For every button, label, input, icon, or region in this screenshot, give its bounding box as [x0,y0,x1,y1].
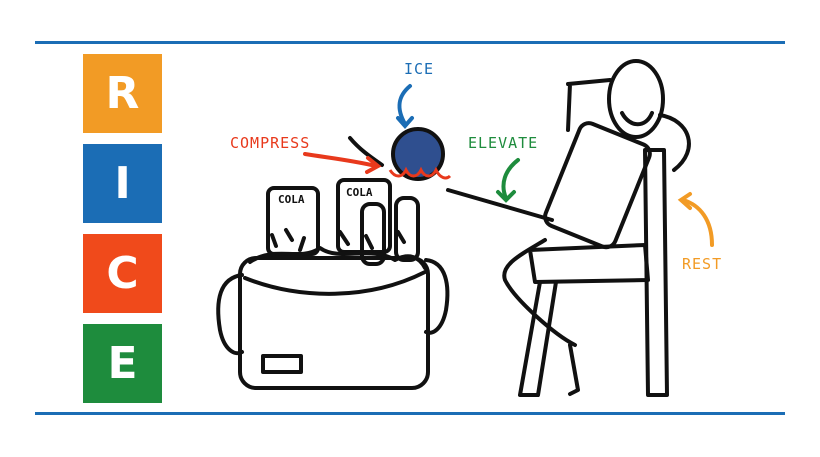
chair-seat [528,243,650,284]
letter-tile-e: E [83,324,162,403]
ice-label: ICE [404,60,435,78]
elevate-label: ELEVATE [468,134,539,152]
ice-pile [248,246,427,270]
cola-label: COLA [346,186,373,199]
compress-label: COMPRESS [230,134,311,152]
rest-arrow [681,198,714,247]
rest-label: REST [682,255,723,273]
figure-leg [502,238,577,347]
elevate-arrow [501,158,520,200]
letter-tile-r: R [83,54,162,133]
ice-arrow [397,84,412,126]
figure-torso [543,121,652,250]
ice-pack [391,127,445,181]
compress-wrap [388,166,452,180]
bottom-rule [35,412,785,415]
letter-tile-i: I [83,144,162,223]
letter-tile-c: C [83,234,162,313]
cola-label: COLA [278,193,305,206]
figure-arm [658,113,691,172]
top-rule [35,41,785,44]
cooler-body [238,256,430,390]
chair-leg-front [518,280,558,397]
cooler-handle-right [424,258,450,335]
cooler-handle-left [216,273,244,356]
figure-head [607,59,665,139]
compress-arrow [303,152,378,168]
chair-back [643,148,669,397]
cooler-latch [261,354,303,374]
